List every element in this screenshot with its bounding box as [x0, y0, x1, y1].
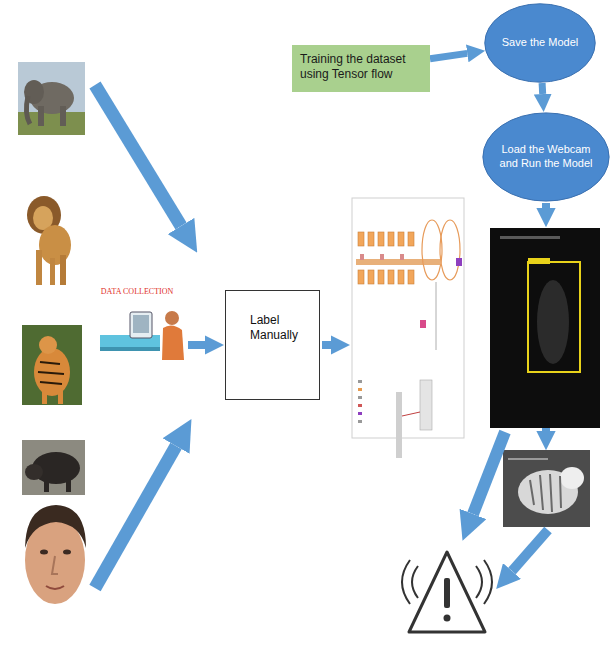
lion-photo: [27, 196, 71, 285]
process-ellipse: Save the Model: [484, 3, 596, 83]
human-face-photo: [25, 505, 86, 604]
process-box: Label Manually: [225, 290, 320, 400]
flow-arrow: [188, 341, 205, 349]
flow-arrow: [322, 341, 331, 349]
collection-arrow: [95, 446, 176, 588]
tiger-photo: [22, 325, 82, 405]
collection-arrow: [95, 85, 181, 226]
process-box: Training the dataset using Tensor flow: [292, 45, 430, 92]
person-at-computer: [100, 311, 184, 360]
flow-connector: [539, 83, 547, 94]
alert-arrow: [512, 530, 548, 571]
section-label: DATA COLLECTION: [100, 287, 174, 296]
webcam-detection-image: [490, 228, 600, 428]
node-text: Load the Webcam and Run the Model: [499, 143, 593, 171]
flow-arrow: [542, 428, 550, 431]
boar-photo: [22, 440, 85, 495]
warning-alarm-symbol: [402, 552, 492, 632]
node-text: Label Manually: [250, 313, 311, 343]
thermal-tiger-image: [503, 450, 590, 527]
node-text: Training the dataset using Tensor flow: [300, 52, 424, 82]
node-text: Save the Model: [501, 36, 579, 50]
network-architecture: [352, 198, 464, 458]
flow-connector: [430, 53, 467, 58]
alert-arrow: [473, 432, 505, 514]
elephant-photo: [18, 62, 85, 135]
ellipse-shape: [485, 4, 595, 82]
flow-arrow: [542, 203, 550, 208]
ellipse-shape: [483, 113, 609, 201]
process-ellipse: Load the Webcam and Run the Model: [482, 112, 610, 202]
